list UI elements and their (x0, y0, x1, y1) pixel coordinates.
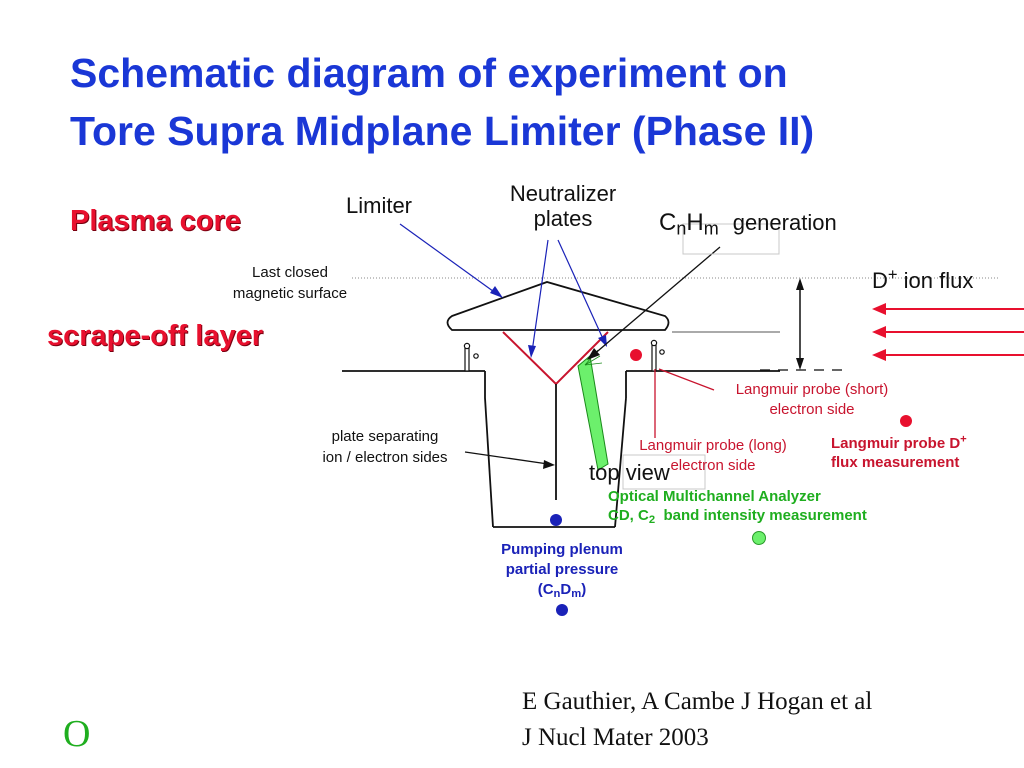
arrow-head-down (796, 358, 804, 370)
langmuir-flux-label: Langmuir probe D+ flux measurement (831, 434, 967, 472)
optical-view-cone (577, 355, 609, 471)
lp-long-line-2: electron side (670, 457, 756, 474)
pump-line-2: partial pressure (505, 561, 619, 578)
citation-line-2: J Nucl Mater 2003 (522, 724, 709, 751)
neutralizer-plates-label: Neutralizer plates (488, 181, 638, 231)
ion-flux-label: D+ ion flux (872, 265, 974, 294)
cnhm-box (682, 223, 780, 255)
blue-dot-plenum (550, 514, 562, 526)
lp-long-line-1: Langmuir probe (long) (639, 437, 787, 454)
blue-dot-pressure (556, 604, 568, 616)
oma-cd-c: CD, C (608, 507, 649, 524)
pump-sub-n: n (553, 587, 561, 600)
pump-line-1: Pumping plenum (501, 541, 623, 558)
plate-sep-line-2: ion / electron sides (322, 449, 448, 466)
lp-short-line-1: Langmuir probe (short) (735, 381, 889, 398)
title-line-1: Schematic diagram of experiment on (70, 50, 788, 96)
pointer-lines (399, 223, 605, 353)
top-view-box (622, 454, 706, 490)
ion-flux-d: D (872, 268, 888, 293)
oma-sub-2: 2 (648, 513, 656, 526)
last-closed-line-1: Last closed (252, 264, 328, 281)
neutralizer-line-1: Neutralizer (509, 181, 617, 206)
pump-paren-c: (C (537, 581, 554, 598)
plate-separating-label: plate separating ion / electron sides (300, 426, 470, 468)
cnhm-generation-label: CnHm generation (659, 209, 837, 239)
neutralizer-line-2: plates (533, 206, 593, 231)
ion-flux-rest: ion flux (897, 268, 974, 293)
pump-sub-m: m (571, 587, 582, 600)
ion-flux-arrows (872, 303, 1024, 361)
cnhm-generation-word: generation (732, 210, 837, 235)
green-dot-oma (752, 531, 766, 545)
cnhm-m: m (703, 218, 719, 239)
probe-nubs (463, 339, 665, 372)
chamber-walls (342, 370, 780, 528)
cnhm-h: H (686, 209, 704, 236)
langmuir-probe-long-label: Langmuir probe (long) electron side (617, 436, 809, 476)
oma-line-1: Optical Multichannel Analyzer (608, 488, 821, 505)
ion-flux-plus: + (887, 265, 898, 284)
plate-sep-pointer (464, 451, 549, 465)
langmuir-probe-short-label: Langmuir probe (short) electron side (714, 380, 910, 420)
pump-d: D (560, 581, 572, 598)
lp-short-line-2: electron side (769, 401, 855, 418)
plasma-core-label: Plasma core (70, 205, 241, 237)
limiter-label: Limiter (346, 193, 413, 218)
page-title: Schematic diagram of experiment on Tore … (70, 44, 1010, 160)
scrape-off-layer-label: scrape-off layer (47, 320, 263, 352)
last-closed-surface-label: Last closed magnetic surface (200, 262, 380, 304)
lp-flux-line-2: flux measurement (831, 454, 960, 471)
red-dot-flux (900, 415, 912, 427)
corner-mark: O (63, 713, 91, 755)
cnhm-c: C (659, 209, 677, 236)
top-view-label: top view (589, 460, 670, 485)
lp-flux-line-1: Langmuir probe D (831, 435, 961, 452)
lp-flux-plus: + (960, 433, 967, 446)
red-dot-probe (630, 349, 642, 361)
arrow-head-up (796, 278, 804, 290)
title-line-2: Tore Supra Midplane Limiter (Phase II) (70, 108, 815, 154)
pump-paren-close: ) (581, 581, 587, 598)
oma-label: Optical Multichannel Analyzer CD, C2 ban… (608, 487, 867, 525)
pumping-plenum-label: Pumping plenum partial pressure (CnDm) (474, 540, 650, 600)
citation: E Gauthier, A Cambe J Hogan et al J Nucl… (522, 684, 872, 756)
last-closed-line-2: magnetic surface (232, 285, 348, 302)
cnhm-pointer (591, 246, 721, 357)
cnhm-n: n (676, 218, 687, 239)
lp-short-pointer (658, 368, 715, 391)
oma-band-text: band intensity measurement (655, 507, 867, 524)
citation-line-1: E Gauthier, A Cambe J Hogan et al (522, 688, 873, 715)
limiter-head (446, 281, 670, 331)
plate-sep-line-1: plate separating (331, 428, 439, 445)
